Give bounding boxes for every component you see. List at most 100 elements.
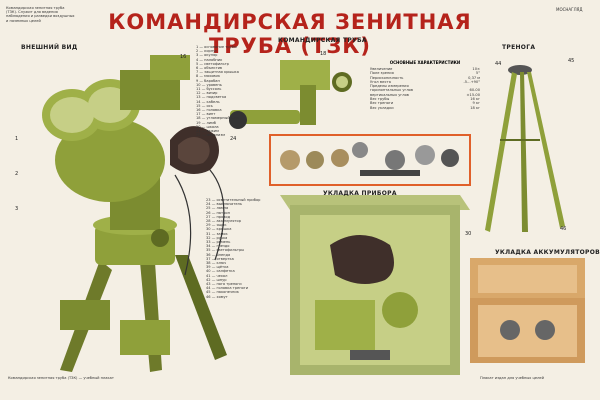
part-item: 32 — ручка: [206, 235, 228, 240]
packing-label: УКЛАДКА ПРИБОРА: [323, 190, 397, 197]
footer-left: Командирская зенитная труба (ТЗК) — учеб…: [8, 376, 114, 380]
part-item: 25 — лампа: [206, 206, 229, 211]
page-title: КОМАНДИРСКАЯ ЗЕНИТНАЯ ТРУБА (ТЗК): [108, 10, 472, 58]
part-item: 34 — гнездо: [206, 244, 230, 249]
spec-row: Вес трубы 16 кг: [370, 97, 480, 101]
tube-label: КОМАНДИРСКАЯ ТРУБА: [278, 37, 367, 44]
svg-text:2: 2: [15, 171, 18, 177]
part-item: 21 — зажим: [196, 129, 219, 134]
spec-value: -5…+90°: [463, 79, 480, 84]
main-instrument: [42, 55, 227, 372]
spec-value: 16 кг: [470, 97, 480, 102]
part-item: 29 — ящик: [206, 223, 227, 228]
part-item: 35 — светофильтры: [206, 248, 245, 253]
part-item: 27 — провод: [206, 214, 231, 219]
part-item: 39 — щётка: [206, 265, 229, 270]
part-item: 24 — выключатель: [206, 202, 242, 207]
part-item: 37 — отвертка: [206, 256, 234, 261]
part-item: 30 — крышка: [206, 227, 232, 232]
part-item: 22 — механизм: [196, 133, 226, 138]
part-item: 6 — объектив: [196, 66, 223, 71]
footer-right: Плакат издан для учебных целей: [480, 376, 544, 380]
part-item: 1 — основание трубы: [196, 45, 237, 49]
spec-row: Вес треноги 9 кг: [370, 101, 480, 105]
svg-text:1: 1: [15, 136, 18, 142]
spec-label: вертикальных углов: [370, 92, 409, 97]
spec-value: 18 кг: [470, 105, 480, 110]
packing-box: [280, 195, 470, 375]
part-item: 18 — угломерный круг: [196, 116, 240, 121]
spec-value: 5°: [475, 71, 480, 76]
svg-text:24: 24: [230, 136, 236, 142]
corner-caption-text: Командирская зенитная труба (ТЗК). Служи…: [6, 6, 75, 23]
spec-label: Пределы измерения: [370, 84, 409, 89]
part-item: 19 — лимб: [196, 120, 217, 125]
corner-caption-left: Командирская зенитная труба (ТЗК). Служи…: [6, 6, 76, 23]
part-item: 14 — кабель: [196, 99, 220, 104]
spec-row: вертикальных углов ±15-00: [370, 93, 480, 97]
spec-label: Поле зрения: [370, 71, 394, 76]
spec-row: Угол места-5…+90°: [370, 80, 480, 84]
spec-row: горизонтальных углов 60-00: [370, 88, 480, 92]
part-item: 38 — ключ: [206, 261, 227, 266]
spec-value: 0,37 м: [468, 75, 480, 80]
spec-value: 9 кг: [472, 101, 481, 106]
part-item: 5 — светофильтр: [196, 61, 229, 66]
spec-row: Вес укладки 18 кг: [370, 106, 480, 110]
part-item: 36 — бленда: [206, 252, 231, 257]
part-item: 17 — винт: [196, 112, 216, 117]
spec-label: горизонтальных углов: [370, 88, 413, 93]
svg-text:30: 30: [465, 231, 471, 237]
specs-heading: ОСНОВНЫЕ ХАРАКТЕРИСТИКИ: [389, 60, 461, 65]
part-item: 11 — буссоль: [196, 87, 222, 92]
part-item: 43 — нога треноги: [206, 282, 242, 287]
part-item: 10 — уровень: [196, 82, 222, 87]
tube-drawing: [229, 60, 352, 129]
spec-label: Вес трубы: [370, 97, 390, 102]
spec-row: Пределы измерения: [370, 84, 480, 88]
part-item: 3 — окуляр: [196, 53, 218, 58]
part-item: 26 — патрон: [206, 210, 230, 215]
callouts: 1 2 3 16 24 18 44 45 46 30: [15, 51, 574, 237]
spec-label: Увеличение: [370, 67, 393, 71]
part-item: 23 — осветительный прибор: [206, 198, 261, 202]
svg-text:16: 16: [180, 54, 186, 60]
part-item: 28 — аккумулятор: [206, 219, 241, 224]
battery-packing-label: УКЛАДКА АККУМУЛЯТОРОВ: [495, 249, 600, 256]
accessory-set: [269, 134, 471, 186]
battery-box: [470, 258, 585, 363]
spec-label: Вес укладки: [370, 105, 394, 110]
svg-text:46: 46: [560, 226, 566, 232]
part-item: 7 — защитная крышка: [196, 70, 239, 75]
part-item: 31 — замок: [206, 231, 228, 236]
svg-text:18: 18: [320, 51, 326, 57]
part-item: 40 — салфетка: [206, 269, 235, 274]
tripod-drawing: [485, 65, 565, 232]
part-item: 42 — шнур: [206, 277, 227, 282]
part-item: 45 — наконечник: [206, 290, 239, 295]
part-item: 4 — налобник: [196, 57, 223, 62]
part-item: 44 — головка треноги: [206, 286, 249, 291]
spec-value: 10×: [472, 67, 480, 71]
spec-row: Увеличение 10×: [370, 67, 480, 71]
svg-text:44: 44: [495, 61, 501, 67]
part-item: 15 — ось: [196, 103, 213, 108]
spec-value: ±15-00: [466, 92, 480, 97]
corner-caption-right: МОСНАГЛЯД: [556, 7, 583, 12]
tripod-label: ТРЕНОГА: [502, 44, 536, 51]
part-item: 9 — барабан: [196, 78, 220, 83]
svg-text:45: 45: [568, 58, 574, 64]
part-item: 46 — хомут: [206, 294, 228, 299]
external-view-label: ВНЕШНИЙ ВИД: [21, 44, 78, 51]
part-item: 20 — шкала: [196, 124, 219, 129]
spec-value: 60-00: [469, 88, 480, 93]
spec-label: Вес треноги: [370, 101, 394, 106]
part-item: 2 — корпус: [196, 49, 218, 54]
svg-text:3: 3: [15, 206, 18, 212]
spec-row: Поле зрения 5°: [370, 71, 480, 75]
